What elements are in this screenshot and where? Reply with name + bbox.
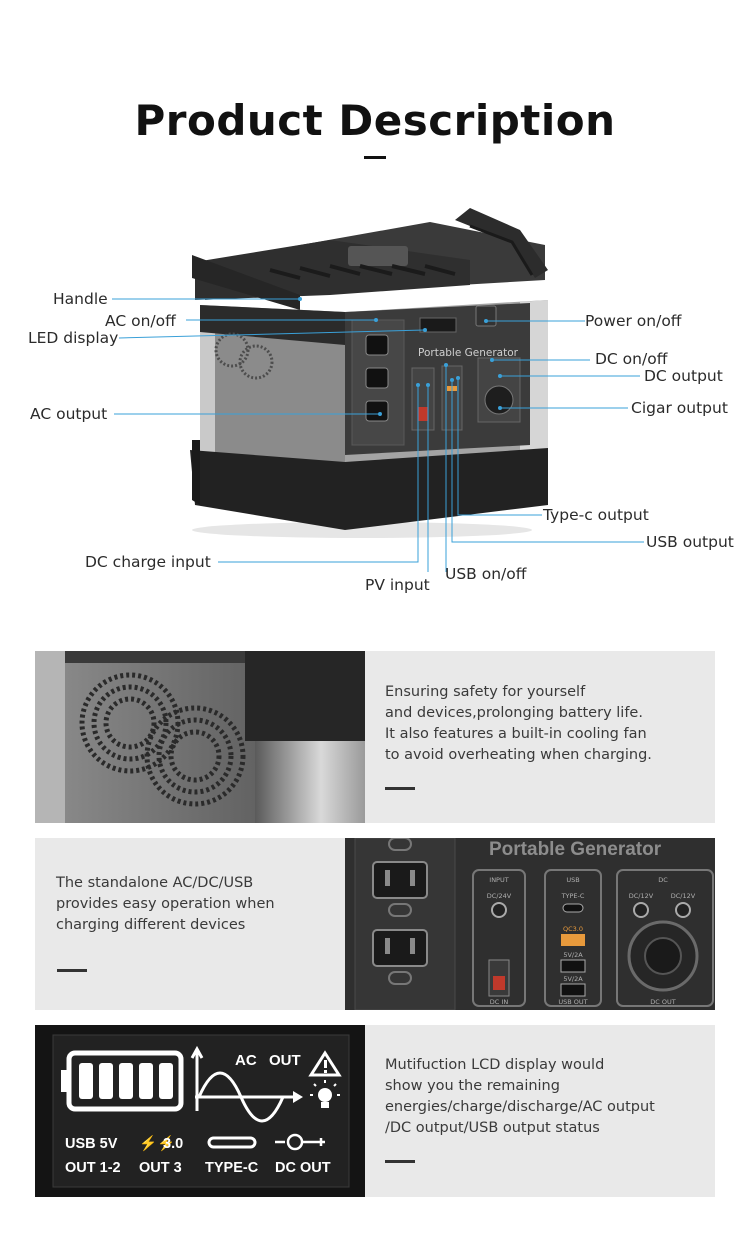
lcd-typec: TYPE-C (205, 1160, 259, 1176)
ports-closeup-image: Portable Generator INPUT DC/24V DC IN US… (345, 838, 715, 1010)
lcd-line-2: show you the remaining (385, 1078, 560, 1094)
label-ac-output: AC output (30, 405, 108, 423)
label-usb-output: USB output (646, 533, 734, 551)
dc-left: DC/12V (629, 892, 654, 900)
input-title: INPUT (489, 876, 508, 884)
label-dc-output: DC output (644, 367, 723, 385)
page-title: Product Description (134, 96, 616, 145)
input-bottom: DC IN (490, 998, 509, 1006)
label-cigar-output: Cigar output (631, 399, 728, 417)
cooling-fan-image (35, 651, 365, 823)
lcd-bolt-icon: ⚡⚡ (139, 1134, 175, 1152)
product-diagram: Portable Generator Handle (0, 200, 750, 610)
ports-line-1: The standalone AC/DC/USB (56, 875, 254, 891)
label-usb-onoff: USB on/off (445, 565, 527, 583)
dc-right: DC/12V (671, 892, 696, 900)
dc-bottom: DC OUT (650, 998, 675, 1006)
usb-title: USB (566, 876, 579, 884)
lcd-out-12: OUT 1-2 (65, 1160, 121, 1176)
label-dc-charge-input: DC charge input (85, 553, 211, 571)
label-led-display: LED display (28, 329, 119, 347)
lcd-dc-out: DC OUT (275, 1160, 331, 1176)
cooling-line-4: to avoid overheating when charging. (385, 747, 652, 763)
lcd-qc: 3.0 (163, 1136, 183, 1152)
feature-panel-cooling: Ensuring safety for yourself and devices… (35, 651, 715, 823)
lcd-out: OUT (269, 1052, 301, 1069)
lcd-line-1: Mutifuction LCD display would (385, 1057, 605, 1073)
label-handle: Handle (53, 290, 108, 308)
lcd-display-image: AC OUT USB 5V OUT 1-2 ⚡⚡ 3.0 OUT 3 TYPE-… (35, 1025, 365, 1197)
ports-brand-text: Portable Generator (489, 839, 662, 860)
label-power-onoff: Power on/off (585, 312, 682, 330)
lcd-line-4: /DC output/USB output status (385, 1120, 600, 1136)
ports-divider (57, 969, 87, 972)
input-sub: DC/24V (487, 892, 512, 900)
feature-panel-lcd: AC OUT USB 5V OUT 1-2 ⚡⚡ 3.0 OUT 3 TYPE-… (35, 1025, 715, 1197)
usb-typec: TYPE-C (561, 892, 585, 900)
usb-bottom: USB OUT (558, 998, 587, 1006)
ports-line-3: charging different devices (56, 917, 246, 933)
label-dc-onoff: DC on/off (595, 350, 668, 368)
label-ac-onoff: AC on/off (105, 312, 176, 330)
usb-qc: QC3.0 (563, 925, 583, 933)
usb-5v-b: 5V/2A (563, 975, 583, 983)
lcd-ac: AC (235, 1052, 257, 1069)
lcd-divider (385, 1160, 415, 1163)
label-pv-input: PV input (365, 576, 430, 594)
cooling-divider (385, 787, 415, 790)
lcd-line-3: energies/charge/discharge/AC output (385, 1099, 655, 1115)
label-typec-output: Type-c output (543, 506, 649, 524)
ports-line-2: provides easy operation when (56, 896, 275, 912)
generator-illustration: Portable Generator (112, 208, 644, 572)
cooling-line-1: Ensuring safety for yourself (385, 684, 586, 700)
title-underline (364, 156, 386, 159)
cooling-line-2: and devices,prolonging battery life. (385, 705, 643, 721)
device-brand-text: Portable Generator (418, 347, 519, 359)
lcd-out-3: OUT 3 (139, 1160, 182, 1176)
usb-5v-a: 5V/2A (563, 951, 583, 959)
dc-title: DC (658, 876, 668, 884)
cooling-line-3: It also features a built-in cooling fan (385, 726, 647, 742)
feature-panel-ports: The standalone AC/DC/USB provides easy o… (35, 838, 715, 1010)
lcd-usb-5v: USB 5V (65, 1136, 118, 1152)
